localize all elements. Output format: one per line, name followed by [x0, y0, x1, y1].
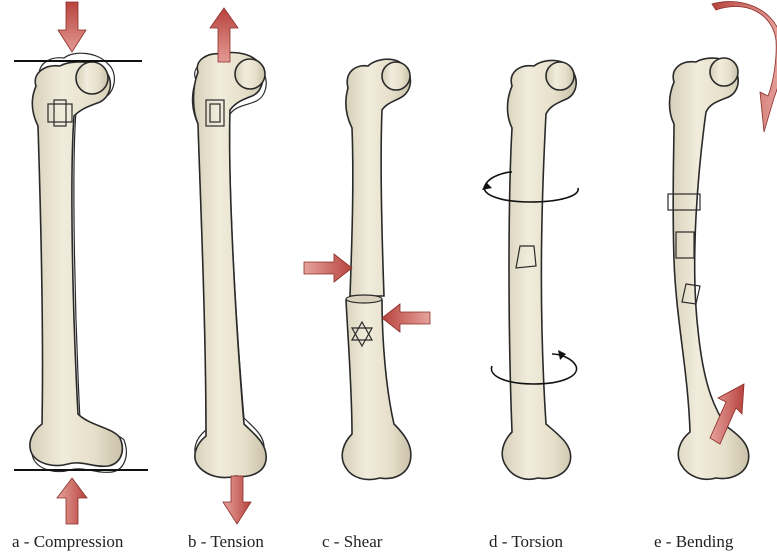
caption-compression: a - Compression: [12, 532, 123, 552]
compression-bone: [30, 62, 122, 466]
panel-compression: [14, 2, 148, 524]
compression-top-arrow: [58, 2, 86, 52]
torsion-lower-arrowhead: [558, 350, 566, 360]
caption-bending: e - Bending: [654, 532, 733, 552]
torsion-upper-arrowhead: [482, 182, 492, 190]
torsion-bone: [502, 60, 576, 479]
caption-torsion: d - Torsion: [489, 532, 563, 552]
tension-femoral-head: [235, 59, 265, 89]
shear-upper-bone: [346, 59, 410, 296]
compression-bottom-arrow: [57, 478, 87, 524]
torsion-upper-ring-back: [486, 172, 512, 184]
shear-lower-bone: [342, 300, 411, 480]
panel-shear: [304, 59, 430, 479]
panel-tension: [192, 8, 266, 524]
shear-femoral-head: [382, 62, 410, 90]
tension-bottom-arrow: [223, 476, 251, 524]
panel-bending: [668, 2, 777, 480]
caption-tension: b - Tension: [188, 532, 264, 552]
torsion-femoral-head: [546, 62, 574, 90]
bending-femoral-head: [710, 58, 738, 86]
shear-right-arrow: [382, 304, 430, 332]
shear-fracture-surface: [346, 295, 382, 303]
bending-bone: [670, 58, 749, 479]
caption-shear: c - Shear: [322, 532, 382, 552]
shear-left-arrow: [304, 254, 352, 282]
panel-torsion: [482, 60, 578, 479]
tension-bone: [194, 53, 267, 478]
compression-femoral-head: [76, 62, 108, 94]
